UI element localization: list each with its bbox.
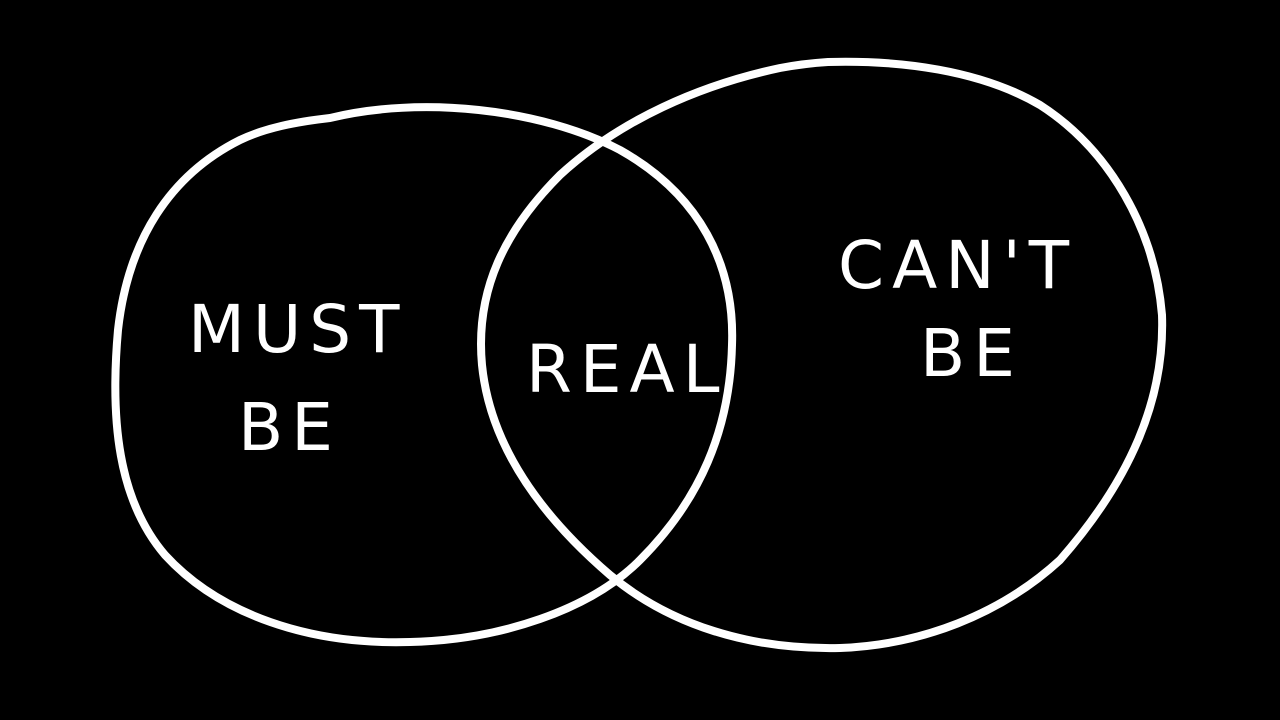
right-region-label-line1: CAN'T	[838, 227, 1077, 304]
right-region-label-line2: BE	[920, 315, 1023, 392]
left-region-label-line2: BE	[238, 389, 341, 466]
left-region-label-line1: MUST	[188, 291, 407, 368]
right-circle	[477, 57, 1167, 653]
left-circle	[111, 103, 737, 647]
overlap-region-label: REAL	[526, 331, 727, 408]
